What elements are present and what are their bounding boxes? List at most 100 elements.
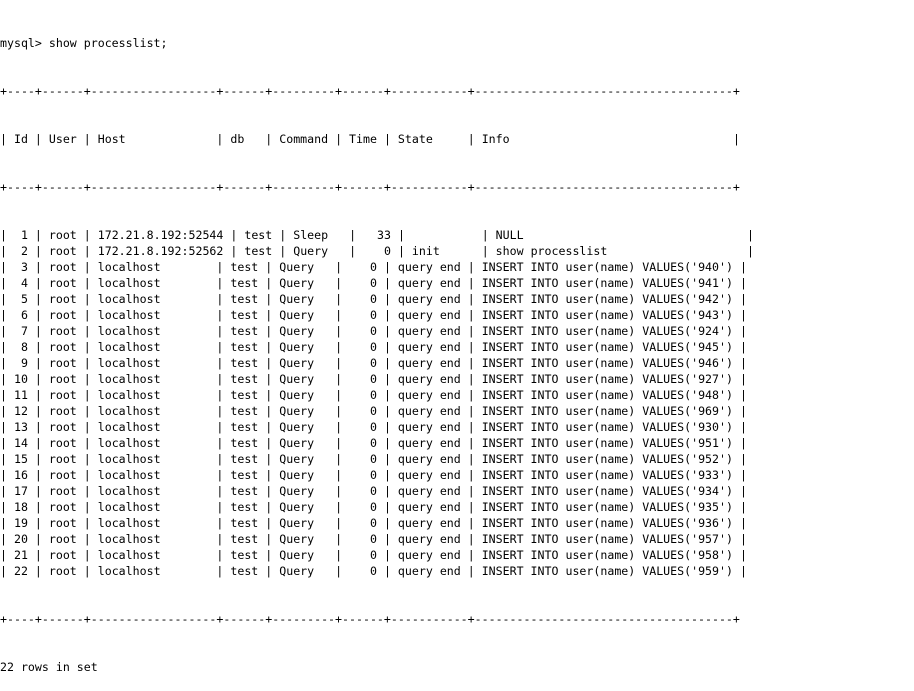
column-separator: | — [265, 308, 273, 322]
column-separator: | — [746, 228, 754, 242]
column-separator: | — [335, 548, 343, 562]
column-separator: | — [83, 484, 91, 498]
column-separator: | — [739, 276, 747, 290]
cell-command: Query — [272, 308, 336, 322]
column-separator: | — [34, 564, 42, 578]
cell-command: Query — [272, 324, 336, 338]
column-separator: | — [83, 260, 91, 274]
column-separator: | — [335, 276, 343, 290]
column-separator: | — [83, 404, 91, 418]
cell-db: test — [223, 500, 266, 514]
table-row: | 15 | root | localhost | test | Query |… — [0, 451, 914, 467]
column-separator: | — [383, 516, 391, 530]
cell-info: NULL — [488, 228, 747, 242]
cell-db: test — [223, 468, 266, 482]
cell-host: localhost — [90, 532, 217, 546]
cell-state: query end — [390, 532, 468, 546]
cell-db: test — [223, 260, 266, 274]
cell-host: localhost — [90, 356, 217, 370]
cell-info: INSERT INTO user(name) VALUES('942') — [474, 292, 740, 306]
table-body: | 1 | root | 172.21.8.192:52544 | test |… — [0, 227, 914, 579]
table-row: | 17 | root | localhost | test | Query |… — [0, 483, 914, 499]
cell-time: 0 — [342, 356, 384, 370]
column-separator: | — [216, 500, 224, 514]
cell-id: 7 — [6, 324, 35, 338]
cell-host: localhost — [90, 276, 217, 290]
column-separator: | — [383, 532, 391, 546]
cell-state: query end — [390, 500, 468, 514]
cell-info: INSERT INTO user(name) VALUES('957') — [474, 532, 740, 546]
cell-time: 0 — [342, 548, 384, 562]
column-separator: | — [732, 132, 740, 146]
cell-db: test — [223, 276, 266, 290]
column-separator: | — [739, 500, 747, 514]
column-separator: | — [83, 516, 91, 530]
column-separator: | — [265, 324, 273, 338]
cell-time: 0 — [342, 340, 384, 354]
cell-user: root — [41, 516, 84, 530]
column-separator: | — [83, 324, 91, 338]
column-separator: | — [467, 372, 475, 386]
column-separator: | — [265, 500, 273, 514]
cell-info: INSERT INTO user(name) VALUES('930') — [474, 420, 740, 434]
cell-command: Sleep — [286, 228, 350, 242]
column-separator: | — [34, 260, 42, 274]
cell-user: root — [41, 452, 84, 466]
column-separator: | — [83, 388, 91, 402]
cell-host: localhost — [90, 292, 217, 306]
cell-id: 5 — [6, 292, 35, 306]
column-separator: | — [216, 308, 224, 322]
cell-host: localhost — [90, 388, 217, 402]
column-separator: | — [335, 388, 343, 402]
column-separator: | — [467, 452, 475, 466]
cell-info: INSERT INTO user(name) VALUES('941') — [474, 276, 740, 290]
cell-state: query end — [390, 388, 468, 402]
column-separator: | — [739, 404, 747, 418]
column-separator: | — [83, 308, 91, 322]
cell-command: Query — [272, 468, 336, 482]
column-separator: | — [739, 356, 747, 370]
table-header-row: | Id | User | Host | db | Command | Time… — [0, 131, 914, 147]
header-info: Info — [474, 132, 733, 146]
cell-db: test — [223, 420, 266, 434]
column-separator: | — [34, 340, 42, 354]
cell-info: INSERT INTO user(name) VALUES('935') — [474, 500, 740, 514]
table-row: | 10 | root | localhost | test | Query |… — [0, 371, 914, 387]
cell-host: localhost — [90, 484, 217, 498]
column-separator: | — [467, 420, 475, 434]
cell-id: 16 — [6, 468, 35, 482]
column-separator: | — [83, 292, 91, 306]
table-border-header: +----+------+------------------+------+-… — [0, 180, 740, 194]
column-separator: | — [216, 436, 224, 450]
cell-id: 21 — [6, 548, 35, 562]
column-separator: | — [0, 372, 7, 386]
result-summary: 22 rows in set — [0, 660, 98, 674]
cell-db: test — [223, 340, 266, 354]
column-separator: | — [0, 132, 7, 146]
column-separator: | — [383, 500, 391, 514]
cell-id: 9 — [6, 356, 35, 370]
column-separator: | — [467, 404, 475, 418]
column-separator: | — [335, 308, 343, 322]
column-separator: | — [335, 420, 343, 434]
column-separator: | — [467, 276, 475, 290]
cell-user: root — [41, 340, 84, 354]
cell-time: 0 — [342, 292, 384, 306]
cell-info: INSERT INTO user(name) VALUES('945') — [474, 340, 740, 354]
column-separator: | — [83, 500, 91, 514]
header-state: State — [390, 132, 468, 146]
cell-info: INSERT INTO user(name) VALUES('943') — [474, 308, 740, 322]
cell-db: test — [223, 388, 266, 402]
cell-time: 0 — [342, 372, 384, 386]
table-row: | 6 | root | localhost | test | Query | … — [0, 307, 914, 323]
column-separator: | — [467, 132, 475, 146]
column-separator: | — [335, 468, 343, 482]
column-separator: | — [34, 132, 42, 146]
column-separator: | — [34, 244, 42, 258]
column-separator: | — [397, 244, 405, 258]
column-separator: | — [83, 452, 91, 466]
cell-db: test — [223, 356, 266, 370]
cell-time: 0 — [342, 452, 384, 466]
cell-host: localhost — [90, 468, 217, 482]
column-separator: | — [230, 244, 238, 258]
